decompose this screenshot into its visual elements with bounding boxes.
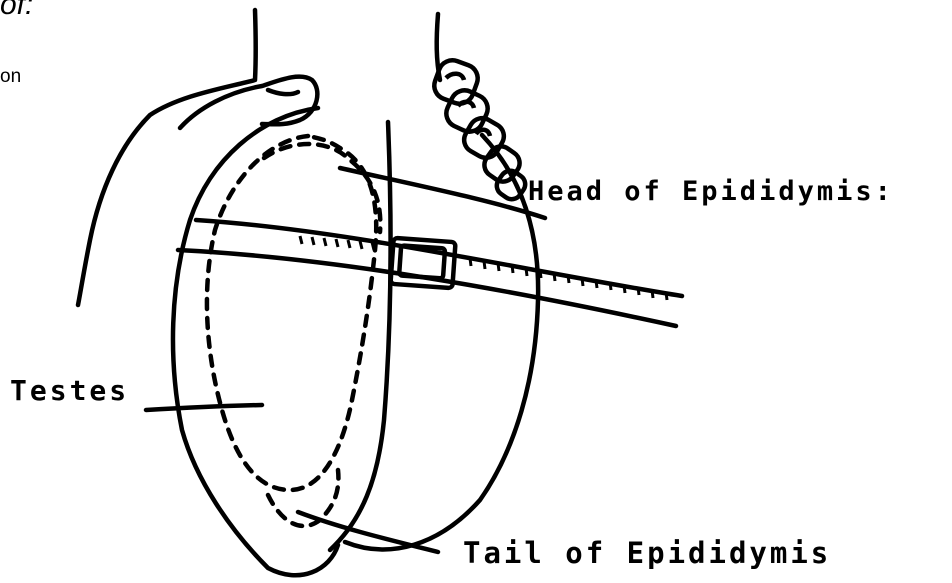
epididymis-dashed-outline	[264, 144, 380, 232]
label-testes: Testes	[10, 374, 129, 407]
testis-outline	[173, 108, 338, 575]
finger-tip-outline	[180, 77, 317, 128]
leader-tail	[298, 512, 438, 552]
finger-joint	[268, 90, 298, 94]
tail-dashed-outline	[268, 470, 338, 526]
leader-testes	[146, 405, 262, 410]
inner-testis-dashed-outline	[207, 136, 376, 490]
label-tail-of-epididymis: Tail of Epididymis	[463, 536, 831, 570]
label-head-of-epididymis: Head of Epididymis:	[528, 176, 894, 207]
